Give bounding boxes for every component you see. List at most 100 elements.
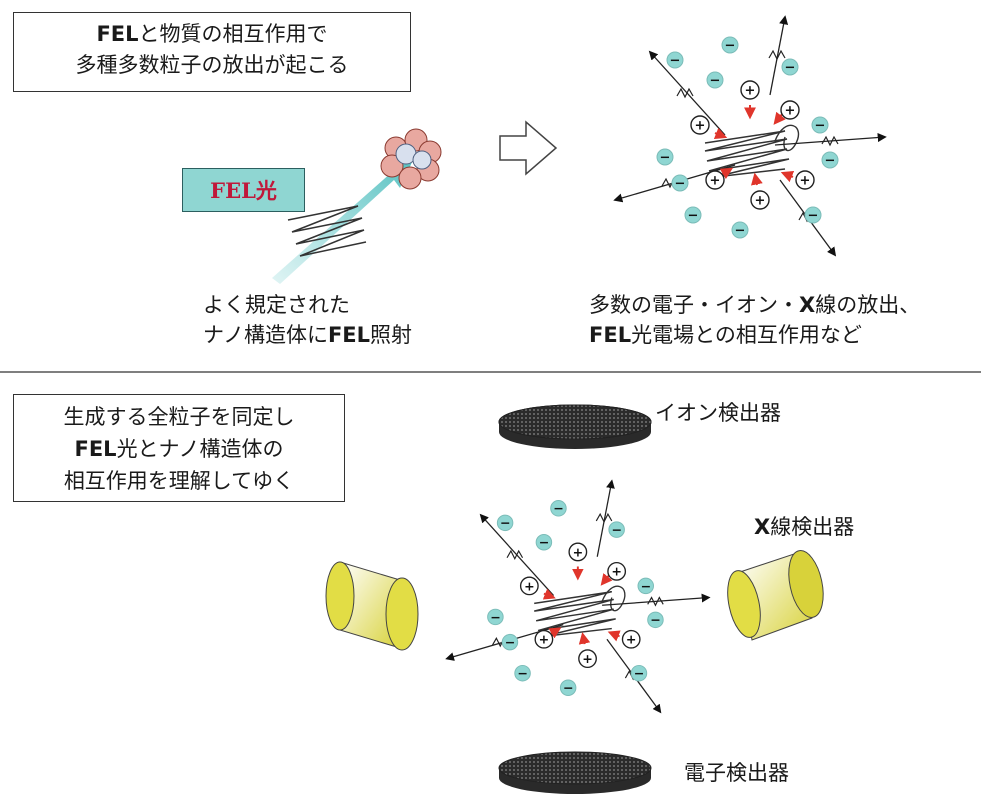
- electron-detector-label: 電子検出器: [684, 761, 789, 785]
- wave-loop-icon: [601, 585, 626, 612]
- wiggle-icon: [768, 49, 786, 61]
- xray-emission-arrow: [648, 50, 726, 136]
- electron-icon: −: [647, 611, 664, 629]
- ion-icon: +: [621, 629, 641, 649]
- svg-text:+: +: [695, 119, 706, 134]
- electron-icon: −: [550, 500, 567, 517]
- svg-text:−: −: [563, 680, 574, 695]
- xray-emission-arrow: [774, 132, 887, 146]
- wiggle-icon: [595, 512, 613, 524]
- wiggle-icon: [506, 549, 524, 561]
- svg-text:−: −: [688, 209, 699, 224]
- electron-icon: −: [821, 151, 839, 169]
- xray-detector-label: X線検出器: [754, 515, 855, 539]
- svg-text:−: −: [785, 61, 796, 76]
- svg-text:+: +: [539, 632, 550, 647]
- svg-text:−: −: [710, 74, 721, 89]
- wiggle-icon: [647, 596, 664, 607]
- ion-icon: +: [750, 190, 770, 210]
- xray-emission-arrow: [602, 593, 711, 606]
- svg-text:+: +: [755, 194, 766, 209]
- svg-text:+: +: [611, 564, 622, 579]
- ion-motion-arrow: [578, 632, 591, 645]
- electron-icon: −: [501, 633, 519, 651]
- electron-icon: −: [656, 148, 674, 166]
- svg-text:−: −: [675, 177, 686, 192]
- ion-motion-arrow: [607, 630, 621, 642]
- electron-icon: −: [721, 36, 739, 54]
- svg-text:−: −: [808, 209, 819, 224]
- electron-icon: −: [559, 679, 577, 696]
- bottom-box-line1: 生成する全粒子を同定し: [63, 405, 295, 429]
- ion-icon: +: [607, 561, 627, 581]
- electron-icon: −: [666, 51, 684, 69]
- electron-icon: −: [706, 71, 724, 89]
- svg-text:+: +: [573, 544, 584, 559]
- ion-detector-icon: [498, 404, 652, 449]
- svg-text:−: −: [553, 501, 564, 516]
- bottom-box-line3: 相互作用を理解してゆく: [63, 469, 295, 493]
- svg-text:−: −: [640, 578, 651, 593]
- nano-structure-caption: よく規定された ナノ構造体にFEL照射: [203, 293, 413, 347]
- svg-text:−: −: [634, 666, 645, 681]
- top-description-box: FELと物質の相互作用で 多種多数粒子の放出が起こる: [13, 12, 411, 92]
- bottom-description-box: 生成する全粒子を同定し FEL光とナノ構造体の 相互作用を理解してゆく: [13, 394, 345, 502]
- electron-icon: −: [671, 174, 689, 192]
- wiggle-icon: [676, 87, 694, 99]
- svg-text:−: −: [725, 39, 736, 54]
- svg-text:+: +: [800, 174, 811, 189]
- svg-text:+: +: [785, 104, 796, 119]
- svg-text:−: −: [660, 151, 671, 166]
- xray-emission-arrow: [596, 479, 615, 557]
- xray-emission-arrow: [479, 513, 555, 597]
- emission-scene-bottom: −−−−−−−−−−−++++++: [445, 479, 711, 714]
- svg-text:+: +: [582, 651, 593, 666]
- fel-light-label: FEL光: [182, 168, 305, 212]
- bottom-box-line2: FEL光とナノ構造体の: [74, 437, 284, 461]
- ion-motion-arrow: [719, 167, 734, 180]
- fel-wave-icon: [287, 205, 367, 257]
- svg-text:−: −: [825, 154, 836, 169]
- xray-detector-icon: [727, 550, 824, 641]
- svg-text:−: −: [505, 635, 516, 650]
- wave-loop-icon: [774, 124, 800, 152]
- electron-icon: −: [731, 221, 749, 239]
- svg-text:+: +: [524, 578, 535, 593]
- emission-scene-top: −−−−−−−−−−−++++++: [613, 15, 887, 257]
- wave-coil-icon: [704, 130, 790, 178]
- svg-text:−: −: [539, 535, 550, 550]
- ion-motion-arrow: [780, 170, 795, 183]
- svg-text:+: +: [710, 174, 721, 189]
- electron-icon: −: [684, 206, 702, 224]
- ion-motion-arrow: [542, 588, 556, 600]
- wave-coil-icon: [534, 591, 616, 638]
- top-box-line1: FELと物質の相互作用で: [96, 22, 328, 46]
- svg-text:−: −: [815, 119, 826, 134]
- ion-icon: +: [795, 170, 815, 190]
- ion-motion-arrow: [713, 127, 728, 140]
- electron-icon: −: [630, 664, 648, 682]
- electron-icon: −: [535, 534, 553, 551]
- svg-text:−: −: [735, 224, 746, 239]
- electron-icon: −: [514, 664, 531, 682]
- electron-icon: −: [496, 514, 514, 532]
- ion-icon: +: [578, 649, 597, 669]
- ion-icon: +: [705, 170, 725, 190]
- electron-icon: −: [487, 608, 504, 626]
- electron-icon: −: [804, 206, 822, 224]
- ion-motion-arrow: [548, 627, 562, 639]
- emission-caption: 多数の電子・イオン・X線の放出、 FEL光電場との相互作用など: [589, 293, 921, 347]
- svg-text:+: +: [745, 84, 756, 99]
- electron-icon: −: [608, 521, 625, 538]
- top-box-line2: 多種多数粒子の放出が起こる: [75, 53, 349, 77]
- electron-icon: −: [781, 58, 799, 76]
- ion-icon: +: [519, 576, 539, 596]
- electron-icon: −: [811, 116, 829, 134]
- ion-detector-label: イオン検出器: [655, 401, 781, 425]
- svg-text:+: +: [626, 632, 637, 647]
- xray-emission-arrow: [769, 15, 789, 96]
- ion-motion-arrow: [750, 172, 763, 186]
- svg-text:−: −: [611, 522, 622, 537]
- fel-beam: [272, 158, 414, 284]
